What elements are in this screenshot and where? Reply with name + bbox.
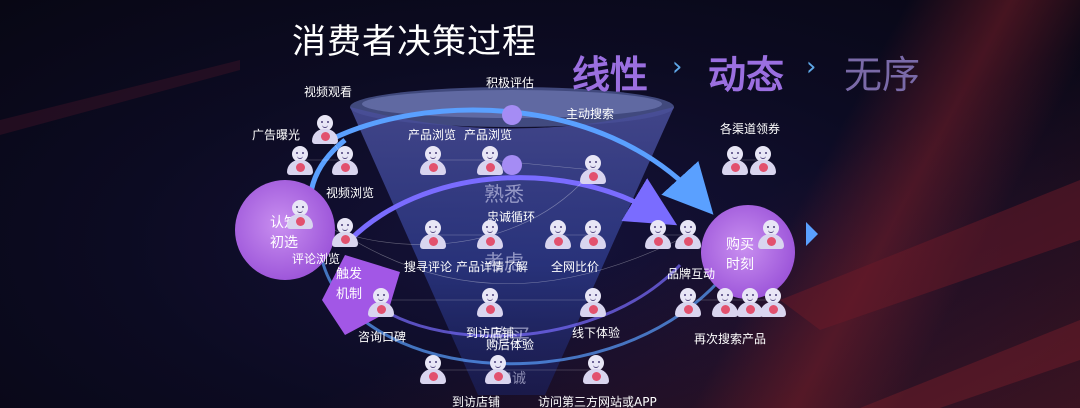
bg-streak (860, 320, 1080, 408)
touchpoint-label: 再次搜索产品 (694, 332, 767, 346)
person-icon (287, 200, 313, 230)
touchpoint-label: 产品浏览 (464, 128, 513, 142)
person-icon (675, 288, 701, 318)
person-icon (477, 288, 503, 318)
person-icon (737, 288, 763, 318)
stage-linear: 线性 (572, 53, 649, 97)
person-icon (477, 220, 503, 250)
awareness-circle (235, 180, 335, 280)
person-icon (580, 220, 606, 250)
person-icon (750, 146, 776, 176)
touchpoint-label: 咨询口碑 (358, 330, 407, 344)
person-icon (645, 220, 671, 250)
touchpoint-label: 视频观看 (304, 85, 353, 99)
loyalty-loop-label: 忠诚循环 (487, 210, 536, 224)
touchpoint-label: 各渠道领券 (720, 122, 781, 136)
funnel-familiar-label: 熟悉 (484, 182, 524, 206)
touchpoint-label: 评论浏览 (292, 252, 341, 266)
touchpoint-label: 广告曝光 (252, 128, 301, 142)
bg-streak (780, 180, 1080, 330)
touchpoint-label: 搜寻评论 (404, 260, 453, 274)
touchpoint-label: 主动搜索 (566, 107, 615, 121)
person-icon (583, 355, 609, 385)
stage-chevron-icon: › (806, 52, 817, 82)
touchpoint-label: 产品详情了解 (456, 260, 529, 274)
purchase-label: 购买 时刻 (726, 237, 754, 273)
funnel-consider-label: 考虑 (484, 250, 524, 274)
stage-chevron-icon: › (672, 52, 683, 82)
person-icon (712, 288, 738, 318)
person-icon (332, 218, 358, 248)
touchpoint-label: 购后体验 (486, 338, 535, 352)
inner-loop-arrow (348, 175, 678, 242)
person-icon (675, 220, 701, 250)
touchpoint-label: 视频浏览 (326, 186, 375, 200)
page-title: 消费者决策过程 (292, 22, 537, 62)
touchpoint-label: 访问第三方网站或APP (538, 395, 657, 408)
person-icon (420, 146, 446, 176)
person-icon (332, 146, 358, 176)
person-icon (420, 220, 446, 250)
person-icon (287, 146, 313, 176)
touchpoint-label: 产品浏览 (408, 128, 457, 142)
touchpoint-label: 线下体验 (572, 326, 621, 340)
person-icon (760, 288, 786, 318)
loop-node (502, 155, 522, 175)
funnel-top-label: 积极评估 (486, 76, 535, 90)
stage-disorder: 无序 (844, 53, 921, 97)
touchpoint-label: 到访店铺 (466, 326, 515, 340)
funnel-buy-label: 购买 (490, 324, 530, 348)
touchpoint-label: 品牌互动 (667, 267, 716, 281)
person-icon (485, 355, 511, 385)
right-chevron (806, 222, 818, 246)
person-icon (312, 115, 338, 145)
person-icon (420, 355, 446, 385)
touchpoint-label: 全网比价 (551, 260, 600, 274)
bg-streak (0, 60, 240, 135)
person-icon (580, 288, 606, 318)
touchpoint-label: 到访店铺 (452, 395, 501, 408)
person-icon (477, 146, 503, 176)
person-icon (368, 288, 394, 318)
person-icon (722, 146, 748, 176)
person-icon (545, 220, 571, 250)
person-icon (758, 220, 784, 250)
stage-dynamic: 动态 (708, 53, 785, 97)
loop-node (502, 105, 522, 125)
trigger-label: 触发 机制 (336, 267, 363, 302)
person-icon (580, 155, 606, 185)
